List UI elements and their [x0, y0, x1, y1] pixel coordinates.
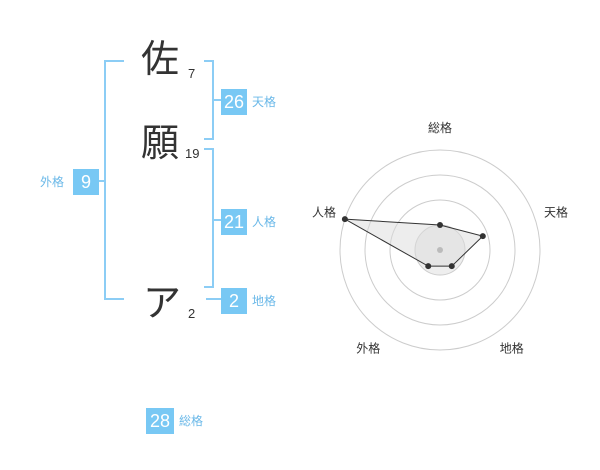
name-char-2: 願	[141, 121, 180, 165]
soukaku-label: 総格	[179, 414, 204, 428]
gaikaku-label: 外格	[40, 175, 65, 189]
radar-ring-4	[339, 149, 541, 351]
soukaku-value: 28	[146, 408, 174, 434]
name-char-1: 佐	[141, 37, 180, 81]
tenkaku-value: 26	[221, 89, 247, 115]
jinkaku-value: 21	[221, 209, 247, 235]
jinkaku-label: 人格	[252, 215, 277, 229]
jinkaku-bracket	[204, 148, 214, 288]
name-char-3: ア	[143, 281, 182, 325]
chikaku-label: 地格	[252, 294, 277, 308]
tenkaku-label: 天格	[252, 95, 277, 109]
radar-point-5	[341, 216, 348, 223]
tenkaku-connector	[212, 99, 221, 101]
stroke-count-1: 7	[188, 66, 196, 81]
radar-point-3	[448, 263, 455, 270]
stroke-count-3: 2	[188, 306, 196, 321]
radar-polygon	[344, 218, 484, 267]
radar-axis-label: 地格	[500, 341, 524, 356]
radar-axis-label: 外格	[356, 341, 380, 356]
radar-center-dot	[437, 247, 443, 253]
radar-point-4	[425, 263, 432, 270]
radar-point-2	[479, 233, 486, 240]
radar-point-1	[437, 222, 443, 228]
radar-axis-label: 天格	[544, 204, 568, 219]
jinkaku-connector	[212, 219, 221, 221]
radar-axis-label: 総格	[428, 120, 452, 135]
radar-ring-3	[364, 174, 516, 326]
stroke-count-2: 19	[185, 146, 200, 161]
gaikaku-connector	[98, 180, 106, 182]
chikaku-value: 2	[221, 288, 247, 314]
radar-axis-label: 人格	[312, 204, 336, 219]
gaikaku-value: 9	[73, 169, 99, 195]
chikaku-connector	[206, 298, 221, 300]
radar-ring-2	[389, 199, 491, 301]
